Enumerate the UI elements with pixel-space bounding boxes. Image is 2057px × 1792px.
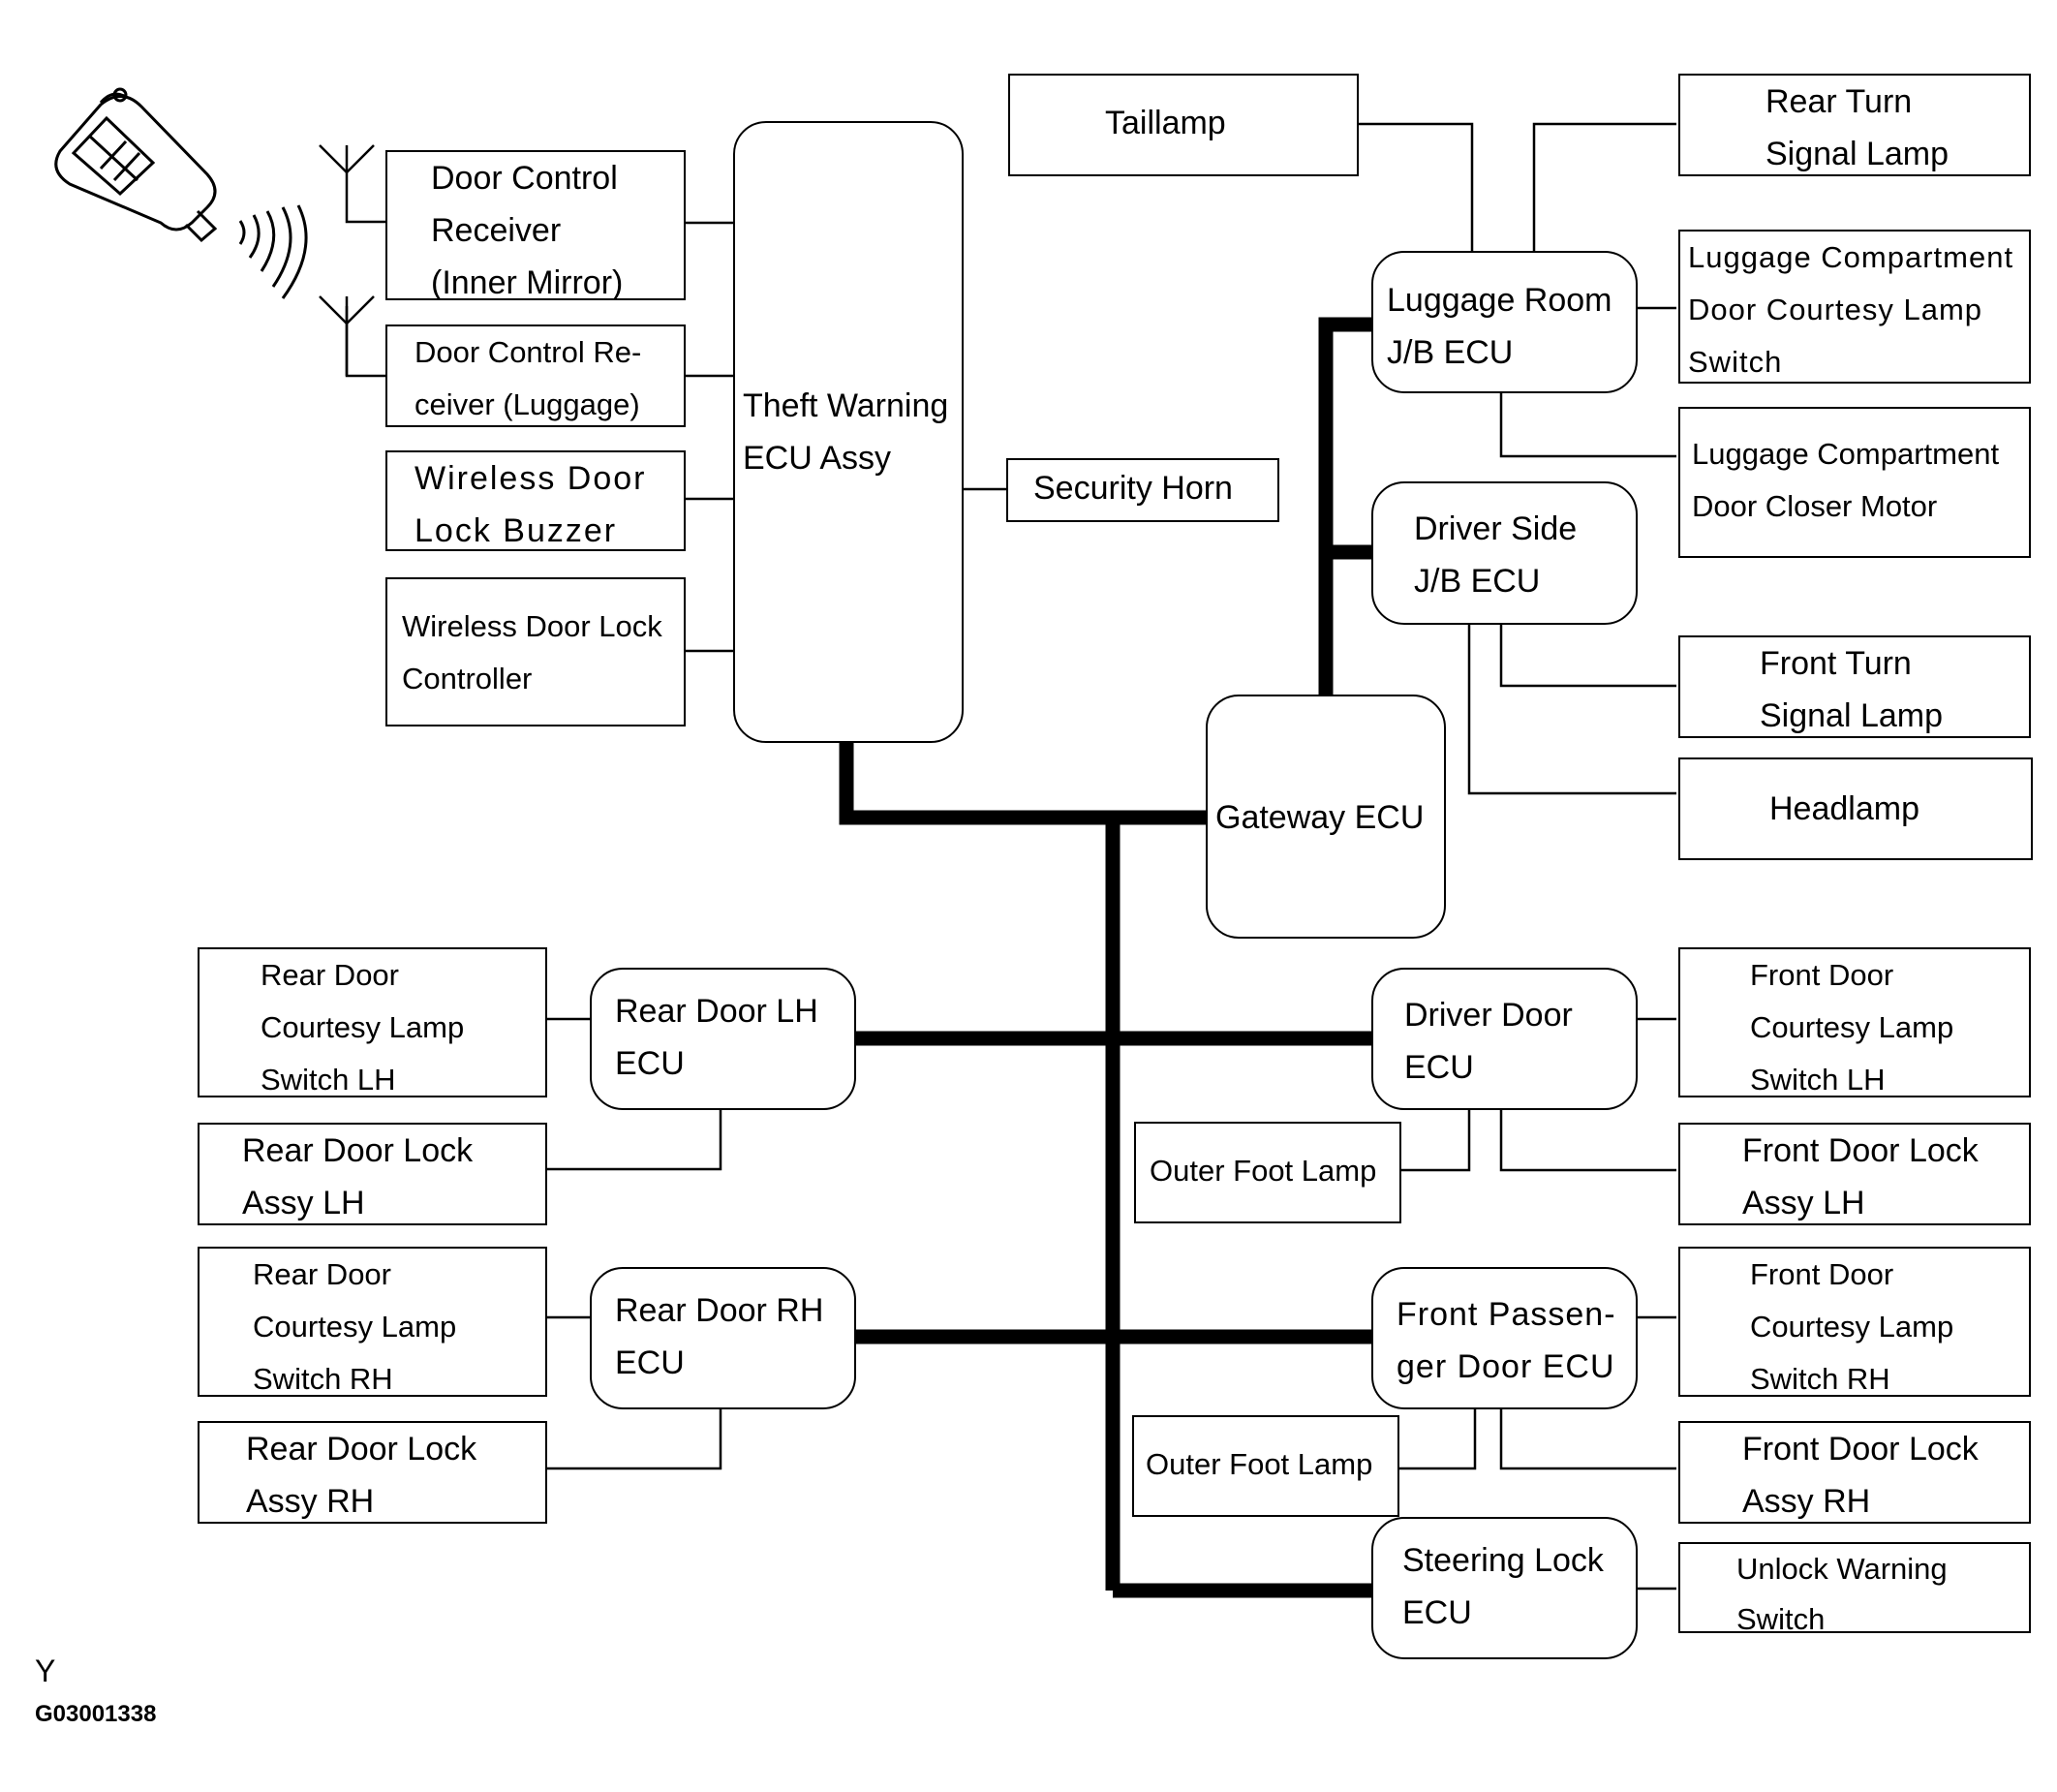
rear-door-courtesy-lamp-switch-lh: Rear Door Courtesy Lamp Switch LH bbox=[198, 947, 547, 1097]
thin-connections bbox=[345, 122, 1676, 1591]
luggage-room-jb-ecu: Luggage Room J/B ECU bbox=[1371, 251, 1638, 393]
theft-warning-ecu: Theft Warning ECU Assy bbox=[733, 121, 964, 743]
front-door-lock-assy-rh: Front Door Lock Assy RH bbox=[1678, 1421, 2031, 1524]
outer-foot-lamp-driver: Outer Foot Lamp bbox=[1134, 1122, 1401, 1223]
wireless-door-lock-buzzer: Wireless Door Lock Buzzer bbox=[385, 450, 686, 551]
taillamp: Taillamp bbox=[1008, 74, 1359, 176]
code-letter: Y bbox=[35, 1653, 56, 1688]
unlock-warning-switch: Unlock Warning Switch bbox=[1678, 1542, 2031, 1636]
security-horn: Security Horn bbox=[1006, 458, 1279, 522]
door-control-receiver-luggage: Door Control Re- ceiver (Luggage) bbox=[385, 324, 686, 427]
front-door-courtesy-lamp-switch-rh: Front Door Courtesy Lamp Switch RH bbox=[1678, 1247, 2031, 1397]
bus-lines bbox=[839, 317, 1371, 1598]
rear-door-lock-assy-lh: Rear Door Lock Assy LH bbox=[198, 1123, 547, 1225]
key-fob-icon bbox=[54, 87, 308, 299]
luggage-compartment-door-courtesy-lamp-switch: Luggage Compartment Door Courtesy Lamp S… bbox=[1678, 230, 2031, 384]
door-control-receiver-inner-mirror: Door Control Receiver (Inner Mirror) bbox=[385, 150, 686, 301]
driver-side-jb-ecu: Driver Side J/B ECU bbox=[1371, 481, 1638, 625]
steering-lock-ecu: Steering Lock ECU bbox=[1371, 1517, 1638, 1659]
rear-door-lock-assy-rh: Rear Door Lock Assy RH bbox=[198, 1421, 547, 1524]
gateway-ecu: Gateway ECU bbox=[1206, 695, 1446, 939]
wireless-door-lock-controller: Wireless Door Lock Controller bbox=[385, 577, 686, 726]
rear-door-rh-ecu: Rear Door RH ECU bbox=[590, 1267, 856, 1409]
front-door-courtesy-lamp-switch-lh: Front Door Courtesy Lamp Switch LH bbox=[1678, 947, 2031, 1097]
figure-id: G03001338 bbox=[35, 1701, 157, 1727]
driver-door-ecu: Driver Door ECU bbox=[1371, 968, 1638, 1110]
rear-door-lh-ecu: Rear Door LH ECU bbox=[590, 968, 856, 1110]
front-turn-signal-lamp: Front Turn Signal Lamp bbox=[1678, 635, 2031, 738]
luggage-compartment-door-closer-motor: Luggage Compartment Door Closer Motor bbox=[1678, 407, 2031, 558]
front-door-lock-assy-lh: Front Door Lock Assy LH bbox=[1678, 1123, 2031, 1225]
antenna-icon-luggage bbox=[319, 295, 375, 376]
antenna-icon-mirror bbox=[319, 144, 375, 211]
rear-door-courtesy-lamp-switch-rh: Rear Door Courtesy Lamp Switch RH bbox=[198, 1247, 547, 1397]
rear-turn-signal-lamp: Rear Turn Signal Lamp bbox=[1678, 74, 2031, 176]
outer-foot-lamp-passenger: Outer Foot Lamp bbox=[1132, 1415, 1399, 1517]
front-passenger-door-ecu: Front Passen- ger Door ECU bbox=[1371, 1267, 1638, 1409]
headlamp: Headlamp bbox=[1678, 757, 2033, 860]
